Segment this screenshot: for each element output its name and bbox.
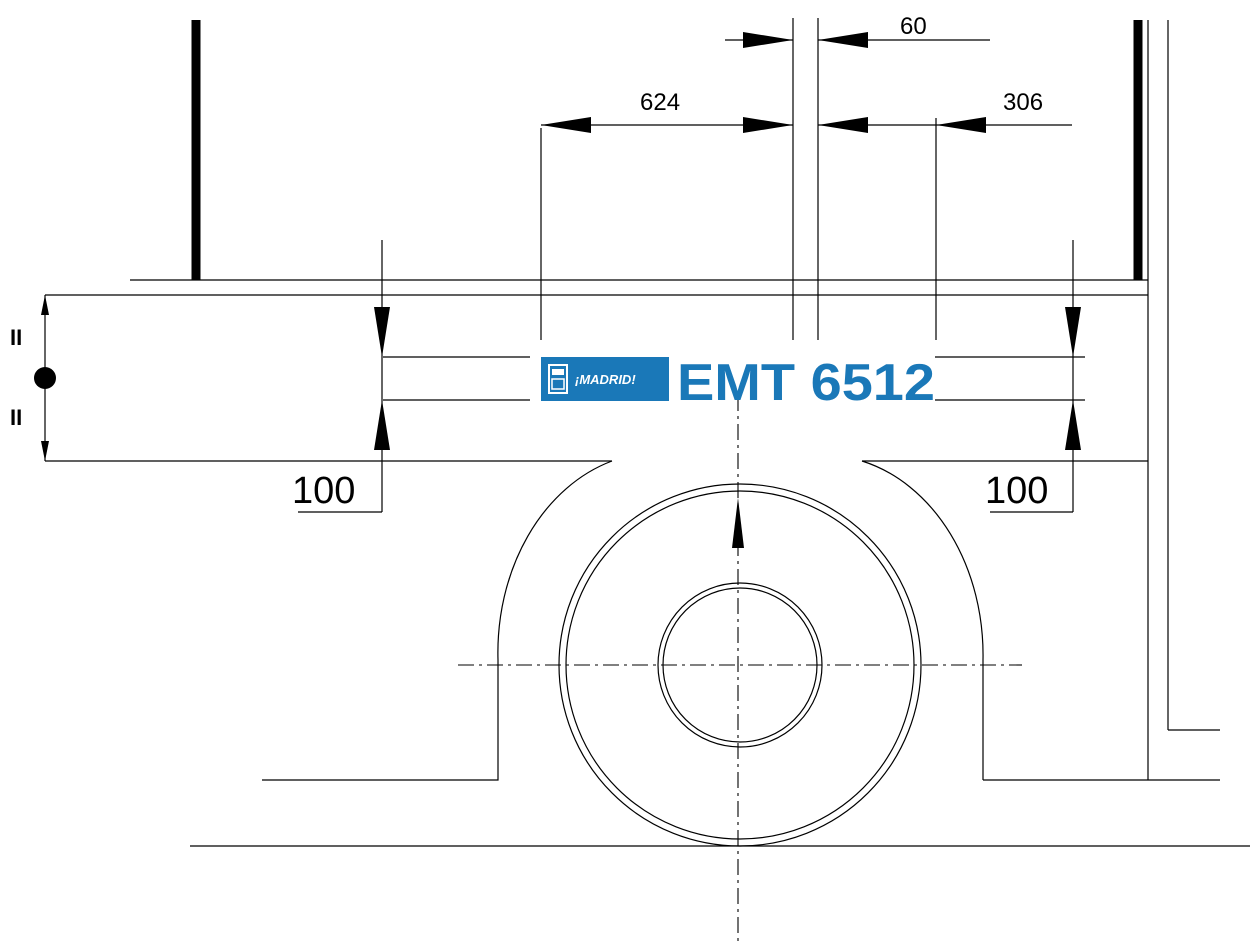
arrow-60-right: [818, 32, 868, 48]
symmetry-dot-icon: [34, 367, 56, 389]
arrow-100-left-bottom: [374, 400, 390, 450]
symmetry-mark-upper: II: [10, 325, 22, 350]
arrow-624-right: [743, 117, 793, 133]
dim-624-label: 624: [640, 89, 680, 116]
madrid-logo-text: ¡MADRID!: [575, 372, 636, 387]
arrow-100-right-top: [1065, 307, 1081, 357]
dim-100-right-label: 100: [985, 470, 1048, 512]
fleet-number-label: EMT 6512: [677, 354, 935, 412]
arrow-100-right-bottom: [1065, 400, 1081, 450]
dim-306-label: 306: [1003, 89, 1043, 116]
arrow-624-left: [541, 117, 591, 133]
center-arrow: [732, 498, 744, 548]
wheel-arch: [262, 460, 984, 781]
symmetry-arrow-top: [41, 295, 49, 315]
symmetry-mark-lower: II: [10, 405, 22, 430]
arrow-60-left: [743, 32, 793, 48]
dim-60-label: 60: [900, 13, 927, 40]
dim-100-left-label: 100: [292, 470, 355, 512]
arrow-306-left: [818, 117, 868, 133]
symmetry-arrow-bottom: [41, 441, 49, 461]
madrid-crest-icon: [548, 364, 568, 394]
arrow-306-right: [936, 117, 986, 133]
arrow-100-left-top: [374, 307, 390, 357]
